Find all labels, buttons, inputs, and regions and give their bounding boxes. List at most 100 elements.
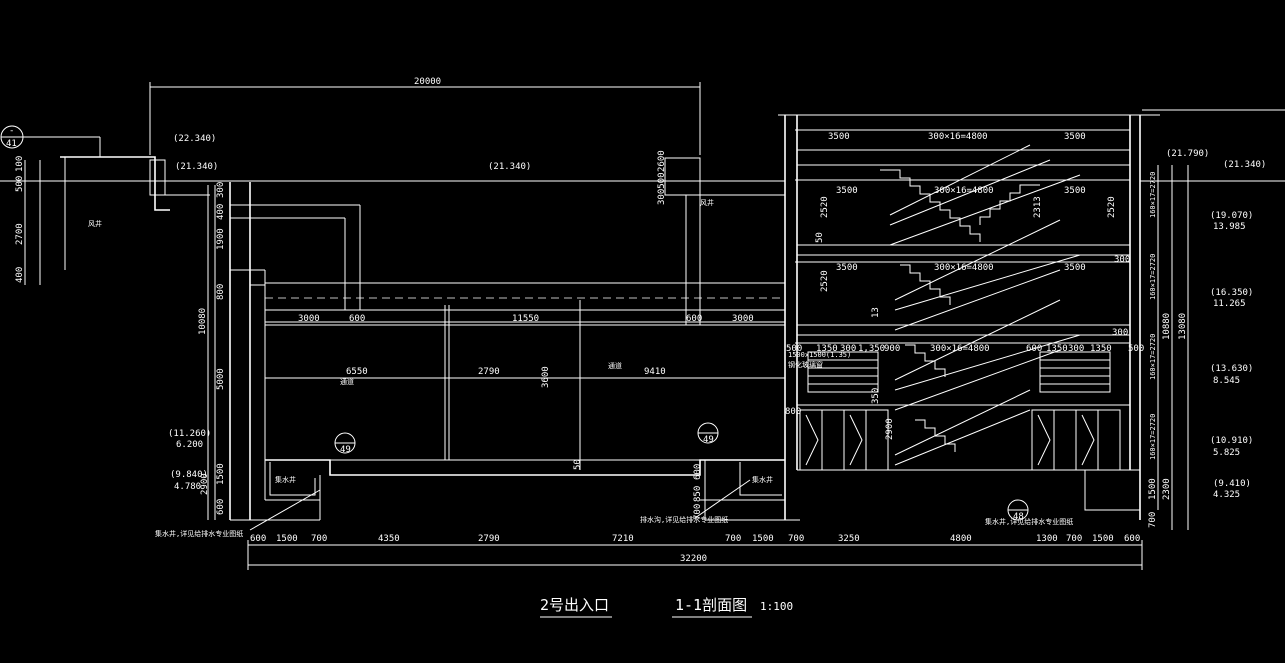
- dim: 300×16=4800: [934, 186, 994, 196]
- dim: 3500: [1064, 263, 1086, 273]
- dim: 4350: [378, 534, 400, 544]
- dim: 300×16=4800: [930, 344, 990, 354]
- dim: 700: [311, 534, 327, 544]
- room-label: 集水井: [275, 475, 296, 484]
- dim: 1500: [752, 534, 774, 544]
- callout-number: 49: [703, 435, 714, 445]
- dim: 2900: [885, 418, 895, 440]
- elevation: (9.840): [170, 470, 208, 480]
- dim: 300: [840, 344, 856, 354]
- room-label: 风井: [88, 219, 102, 228]
- dim: 160×17=2720: [1149, 172, 1157, 218]
- dim: 2790: [478, 367, 500, 377]
- title-scale: 1:100: [760, 600, 793, 613]
- dim: 700: [788, 534, 804, 544]
- dim: 13080: [1178, 313, 1188, 340]
- callout-circles: [0, 125, 1029, 531]
- stair-texts: 3500 300×16=4800 3500 3500 300×16=4800 3…: [785, 132, 1144, 440]
- dim: 400: [216, 204, 226, 220]
- callout-number: -: [9, 126, 14, 136]
- dim: 1350: [1046, 344, 1068, 354]
- dim: 1500: [1148, 478, 1158, 500]
- room-label: 风井: [700, 198, 714, 207]
- dim: 11550: [512, 314, 539, 324]
- structure-left: [0, 82, 1285, 521]
- dim: 1350: [816, 344, 838, 354]
- title-block: 2号出入口 1-1剖面图 1:100: [540, 596, 793, 614]
- dim: 500: [1128, 344, 1144, 354]
- dim: 700: [1148, 512, 1158, 528]
- dim: 9410: [644, 367, 666, 377]
- dim: 160×17=2720: [1149, 334, 1157, 380]
- dim: 700: [693, 504, 703, 520]
- elevation-labels: (22.340) (21.340) (21.340) (21.790) (21.…: [168, 134, 1266, 500]
- dim: 50: [573, 459, 583, 470]
- dim: 1,350: [858, 344, 885, 354]
- dim: 1500: [276, 534, 298, 544]
- dim: 3000: [298, 314, 320, 324]
- dim: 2900: [200, 473, 210, 495]
- dim: 600: [686, 314, 702, 324]
- dim: 100: [15, 156, 25, 172]
- dim: 3000: [732, 314, 754, 324]
- dim: 600: [693, 464, 703, 480]
- dim: 2600: [657, 150, 667, 172]
- dim: 3500: [836, 263, 858, 273]
- dim: 300500: [657, 172, 667, 205]
- dim: 2520: [820, 196, 830, 218]
- window-note: 钢化玻璃窗: [788, 360, 823, 369]
- dim: 1500: [1092, 534, 1114, 544]
- dim: 600: [216, 499, 226, 515]
- dim: 5000: [216, 368, 226, 390]
- elevation: 8.545: [1213, 376, 1240, 386]
- callout-number: 49: [340, 445, 351, 455]
- dim: 3500: [1064, 186, 1086, 196]
- elevation: (21.340): [175, 162, 218, 172]
- dim: 4800: [950, 534, 972, 544]
- sump-note: 集水井,详见给排水专业图纸: [985, 517, 1073, 526]
- elevation: 4.325: [1213, 490, 1240, 500]
- dim: 50: [815, 232, 825, 243]
- dim: 1300: [1036, 534, 1058, 544]
- title-main: 2号出入口: [540, 596, 609, 614]
- dim: 600: [1026, 344, 1042, 354]
- title-section: 1-1剖面图: [675, 596, 747, 614]
- dim-overall-top: 20000: [414, 77, 441, 87]
- elevation: (19.070): [1210, 211, 1253, 221]
- dim: 350: [871, 388, 881, 404]
- dim: 3500: [1064, 132, 1086, 142]
- dim: 3500: [828, 132, 850, 142]
- dim: 300: [1068, 344, 1084, 354]
- dim: 300: [216, 182, 226, 198]
- elevation: (11.260): [168, 429, 211, 439]
- dim: 800: [785, 407, 801, 417]
- elevation: (21.340): [1223, 160, 1266, 170]
- dim: 800: [216, 284, 226, 300]
- dim: 600: [349, 314, 365, 324]
- stair-tower: [778, 114, 1160, 520]
- dim: 300: [1114, 255, 1130, 265]
- dimension-lines: [24, 109, 1285, 618]
- dim: 10880: [1162, 313, 1172, 340]
- elevation: (21.340): [488, 162, 531, 172]
- dim: 300×16=4800: [928, 132, 988, 142]
- dim: 600: [1124, 534, 1140, 544]
- elevation: (10.910): [1210, 436, 1253, 446]
- dim: 3600: [541, 366, 551, 388]
- dim: 13: [871, 307, 881, 318]
- dim: 7210: [612, 534, 634, 544]
- dim: 400: [15, 267, 25, 283]
- dim: 300: [1112, 328, 1128, 338]
- dim: 900: [884, 344, 900, 354]
- dim: 600: [250, 534, 266, 544]
- dim: 700: [1066, 534, 1082, 544]
- room-label: 通道: [608, 361, 622, 370]
- room-label: 通道: [340, 377, 354, 386]
- elevation: 13.985: [1213, 222, 1246, 232]
- dim: 1900: [216, 228, 226, 250]
- sump-note: 集水井,详见给排水专业图纸: [155, 529, 243, 538]
- dimension-texts-right: 160×17=2720 160×17=2720 160×17=2720 160×…: [1148, 172, 1188, 528]
- dim: 1350: [1090, 344, 1112, 354]
- dim: 6550: [346, 367, 368, 377]
